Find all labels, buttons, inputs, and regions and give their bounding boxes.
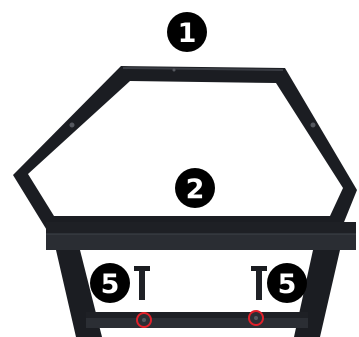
callout-5-left: 5 (90, 263, 130, 303)
cross-beam-face (46, 234, 356, 250)
callout-5-left-label: 5 (101, 269, 120, 300)
frame-hole-left (70, 123, 75, 128)
hexagon-frame (13, 66, 357, 232)
bolt-left (134, 266, 150, 300)
bolt-right-shaft (256, 270, 262, 300)
callout-5-right: 5 (267, 263, 307, 303)
callout-1-label: 1 (178, 18, 197, 49)
bolt-right (251, 266, 267, 300)
cross-beam (46, 222, 356, 250)
bolt-left-shaft (139, 270, 145, 300)
bottom-bar-face (86, 318, 308, 328)
callout-5-right-label: 5 (278, 269, 297, 300)
marker-hole-left-dot (142, 318, 146, 322)
marker-hole-right-dot (254, 316, 258, 320)
frame-hole-right (311, 123, 316, 128)
callout-2-label: 2 (186, 174, 205, 205)
frame-hole-top (173, 69, 176, 72)
callout-2: 2 (175, 168, 215, 208)
callout-1: 1 (167, 12, 207, 52)
